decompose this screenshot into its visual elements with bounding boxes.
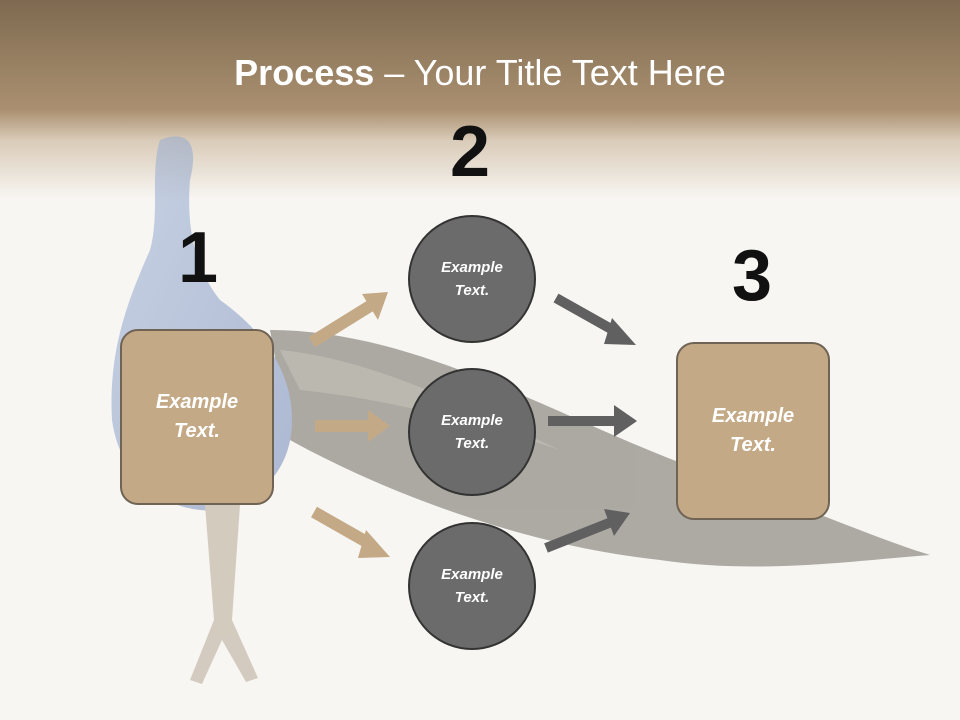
step-2-circle-bottom: Example Text. xyxy=(408,522,536,650)
step-2-circle-middle-text: Example Text. xyxy=(441,412,503,452)
slide-title: Process – Your Title Text Here xyxy=(0,52,960,94)
step-2-circle-middle: Example Text. xyxy=(408,368,536,496)
step-number-2: 2 xyxy=(450,112,491,192)
gray-arrow-down xyxy=(553,293,636,345)
step-3-box: Example Text. xyxy=(676,342,830,520)
gray-arrow-right xyxy=(548,405,637,437)
title-rest: – Your Title Text Here xyxy=(374,52,726,93)
step-1-box: Example Text. xyxy=(120,329,274,505)
tan-arrow-right xyxy=(315,410,390,442)
step-3-text: Example Text. xyxy=(711,405,795,456)
tan-arrow-up xyxy=(308,292,388,348)
tan-arrow-down xyxy=(311,506,390,558)
step-1-text: Example Text. xyxy=(155,391,239,442)
title-bold: Process xyxy=(234,52,375,93)
gray-arrow-up xyxy=(544,509,630,553)
step-number-1: 1 xyxy=(178,218,219,298)
step-2-circle-top-text: Example Text. xyxy=(441,259,503,299)
step-number-3: 3 xyxy=(732,236,773,316)
step-2-circle-bottom-text: Example Text. xyxy=(441,566,503,606)
step-2-circle-top: Example Text. xyxy=(408,215,536,343)
